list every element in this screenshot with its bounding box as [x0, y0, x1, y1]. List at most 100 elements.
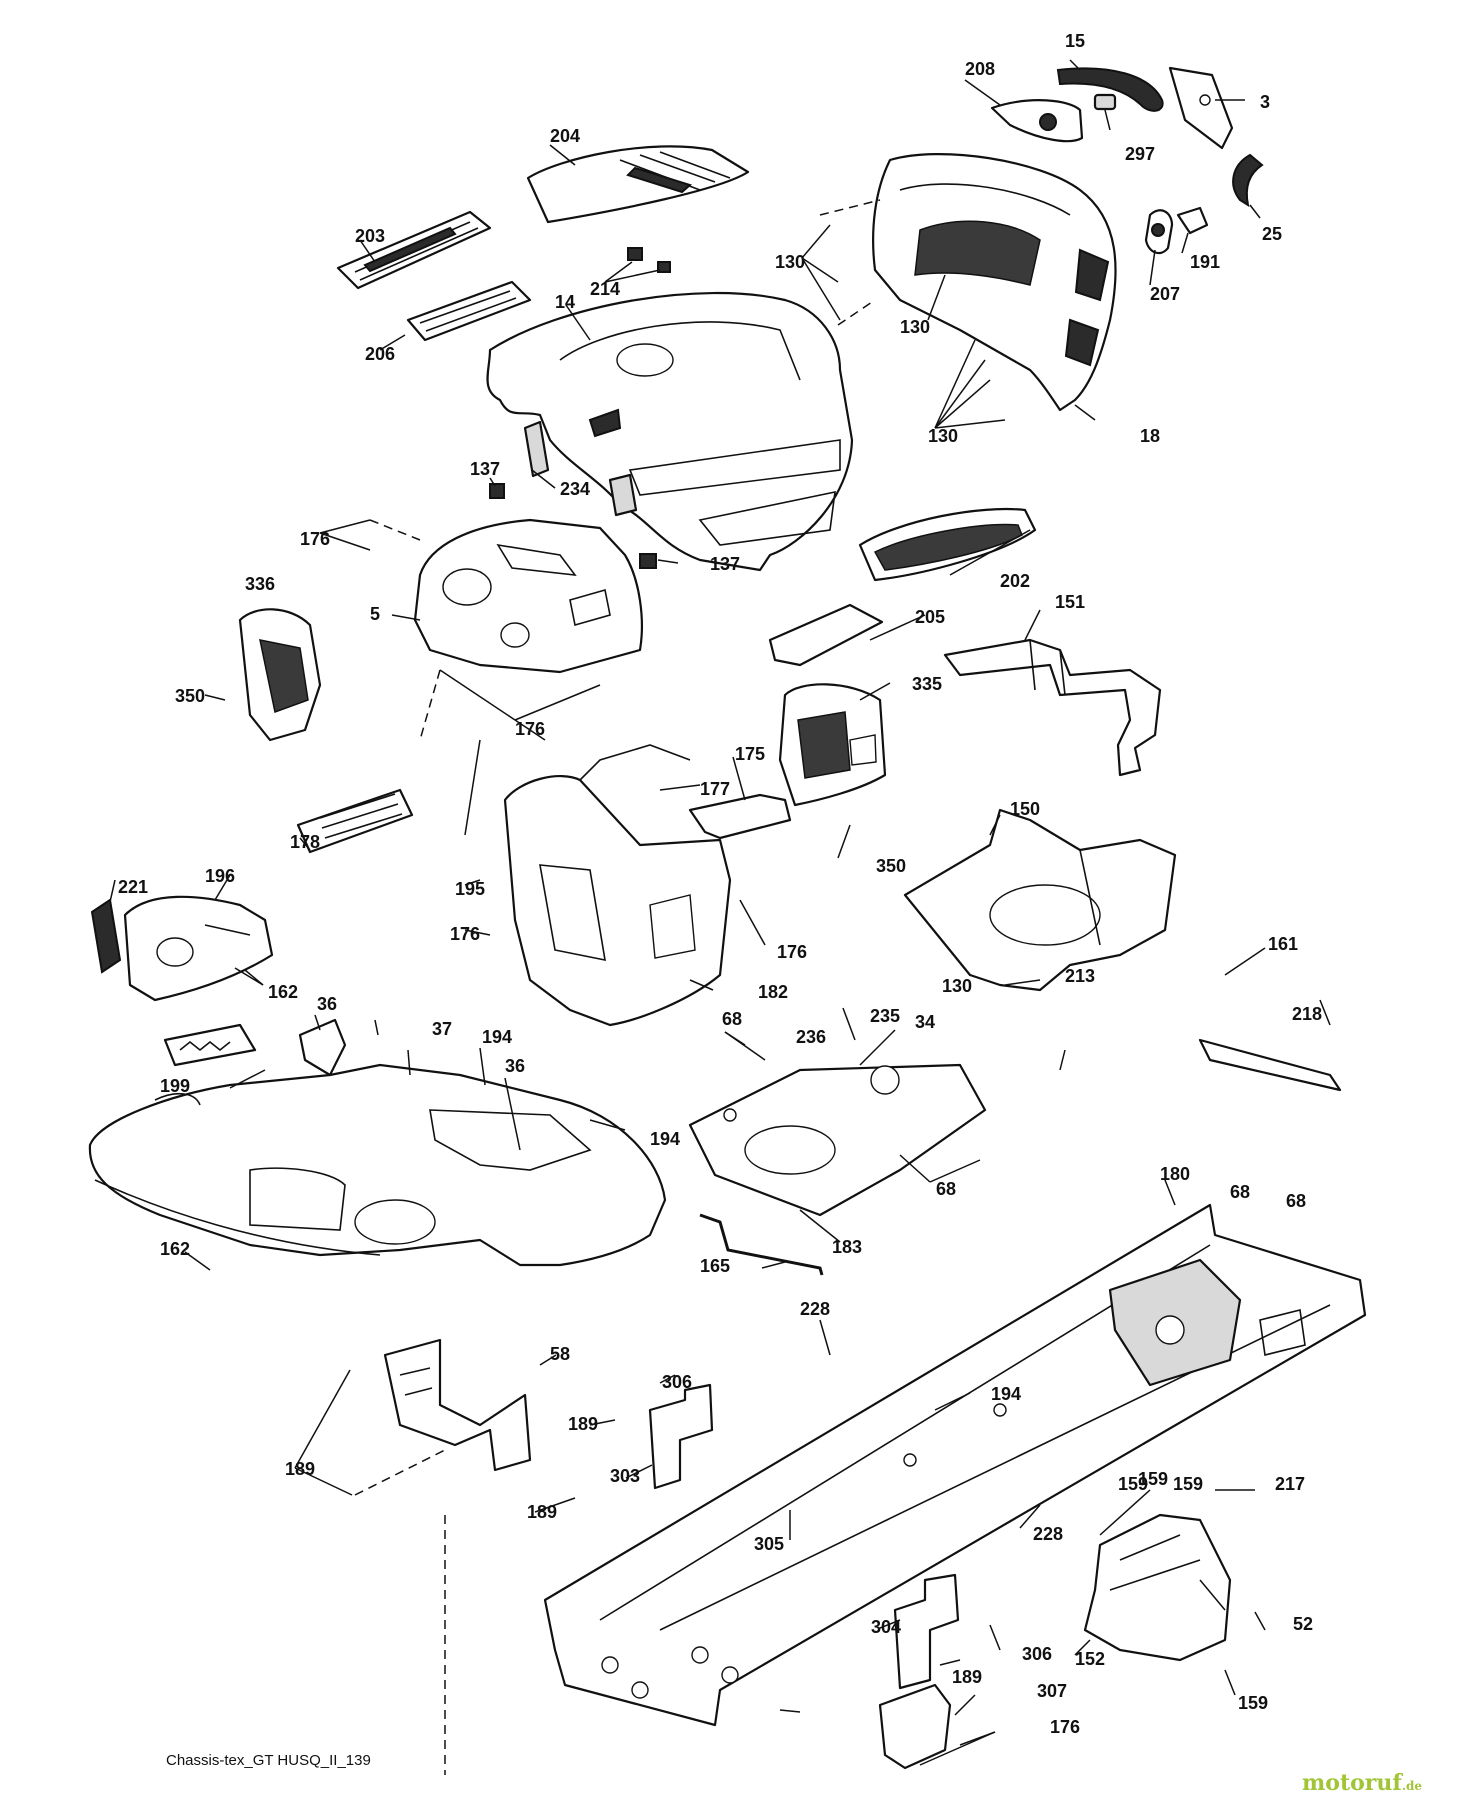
callout-137: 137: [470, 459, 500, 479]
part-191-clip: [1176, 206, 1209, 235]
part-221-decal: [90, 898, 122, 974]
part-234-decal: [523, 420, 550, 478]
callout-235: 235: [870, 1006, 900, 1026]
callout-178: 178: [290, 832, 320, 852]
part-214-clip-a: [627, 247, 643, 261]
callout-176: 176: [1050, 1717, 1080, 1737]
part-15-trim: [1056, 67, 1164, 112]
callout-199: 199: [160, 1076, 190, 1096]
callout-130: 130: [900, 317, 930, 337]
callout-5: 5: [370, 604, 380, 624]
part-196-cover: [123, 895, 274, 1002]
callout-189: 189: [952, 1667, 982, 1687]
callout-306: 306: [662, 1372, 692, 1392]
motoruf-watermark: motoruf.de: [1302, 1770, 1422, 1796]
part-182-dash-shroud: [503, 744, 732, 1027]
callout-68: 68: [1230, 1182, 1250, 1202]
callout-159: 159: [1238, 1693, 1268, 1713]
callout-214: 214: [590, 279, 620, 299]
callout-137: 137: [710, 554, 740, 574]
callout-152: 152: [1075, 1649, 1105, 1669]
callout-228: 228: [1033, 1524, 1063, 1544]
part-207-socket: [1144, 209, 1174, 255]
callout-195: 195: [455, 879, 485, 899]
part-137-clip-a: [489, 483, 505, 499]
callout-350: 350: [876, 856, 906, 876]
part-165-rod: [699, 1213, 824, 1276]
part-175-bracket: [688, 793, 792, 840]
part-199-plate: [163, 1023, 257, 1067]
callout-165: 165: [700, 1256, 730, 1276]
callout-303: 303: [610, 1466, 640, 1486]
callout-182: 182: [758, 982, 788, 1002]
callout-25: 25: [1262, 224, 1282, 244]
callout-304: 304: [871, 1617, 901, 1637]
callout-207: 207: [1150, 284, 1180, 304]
callout-161: 161: [1268, 934, 1298, 954]
callout-159: 159: [1118, 1474, 1148, 1494]
callout-162: 162: [268, 982, 298, 1002]
callout-204: 204: [550, 126, 580, 146]
callout-68: 68: [936, 1179, 956, 1199]
callout-203: 203: [355, 226, 385, 246]
callout-189: 189: [285, 1459, 315, 1479]
part-37-fender: [88, 1063, 667, 1267]
part-205-trim: [768, 603, 884, 667]
callout-335: 335: [912, 674, 942, 694]
callout-176: 176: [777, 942, 807, 962]
callout-68: 68: [1286, 1191, 1306, 1211]
callout-175: 175: [735, 744, 765, 764]
callout-307: 307: [1037, 1681, 1067, 1701]
callout-194: 194: [650, 1129, 680, 1149]
callout-162: 162: [160, 1239, 190, 1259]
callout-194: 194: [482, 1027, 512, 1047]
callout-306: 306: [1022, 1644, 1052, 1664]
part-234-decal-b: [608, 473, 638, 517]
part-203-handle: [336, 210, 492, 290]
callout-202: 202: [1000, 571, 1030, 591]
part-297-clip: [1093, 93, 1117, 111]
part-14-hood: [486, 291, 854, 572]
callout-37: 37: [432, 1019, 452, 1039]
callout-305: 305: [754, 1534, 784, 1554]
alignment-dashes: [354, 199, 881, 1775]
watermark-name: motoruf: [1302, 1770, 1402, 1796]
part-214-clip-b: [657, 261, 671, 273]
callout-3: 3: [1260, 92, 1270, 112]
callout-228: 228: [800, 1299, 830, 1319]
part-180-frame: [543, 1203, 1367, 1727]
part-18-front-bumper: [872, 153, 1117, 412]
callout-15: 15: [1065, 31, 1085, 51]
part-25-trim: [1232, 153, 1264, 208]
part-303-bracket: [648, 1383, 714, 1490]
callout-213: 213: [1065, 966, 1095, 986]
part-34-plate: [688, 1063, 987, 1217]
part-218-bracket: [1198, 1038, 1342, 1092]
callout-18: 18: [1140, 426, 1160, 446]
callout-130: 130: [928, 426, 958, 446]
callout-297: 297: [1125, 144, 1155, 164]
callout-36: 36: [317, 994, 337, 1014]
part-52-seat-mount: [1083, 1513, 1232, 1662]
part-3-bracket: [1168, 66, 1234, 150]
callout-176: 176: [300, 529, 330, 549]
callout-159: 159: [1173, 1474, 1203, 1494]
part-304-bracket: [893, 1573, 960, 1690]
callout-177: 177: [700, 779, 730, 799]
callout-68: 68: [722, 1009, 742, 1029]
callout-221: 221: [118, 877, 148, 897]
callout-208: 208: [965, 59, 995, 79]
part-206-vent: [406, 280, 532, 342]
part-5-dash-console: [413, 518, 643, 674]
callout-236: 236: [796, 1027, 826, 1047]
part-204-hood-vent: [526, 145, 750, 224]
callout-217: 217: [1275, 1474, 1305, 1494]
leader-lines: [109, 59, 1331, 1766]
callout-34: 34: [915, 1012, 935, 1032]
callout-159: 159: [1138, 1469, 1168, 1489]
callout-150: 150: [1010, 799, 1040, 819]
callout-196: 196: [205, 866, 235, 886]
callout-58: 58: [550, 1344, 570, 1364]
callout-130: 130: [775, 252, 805, 272]
